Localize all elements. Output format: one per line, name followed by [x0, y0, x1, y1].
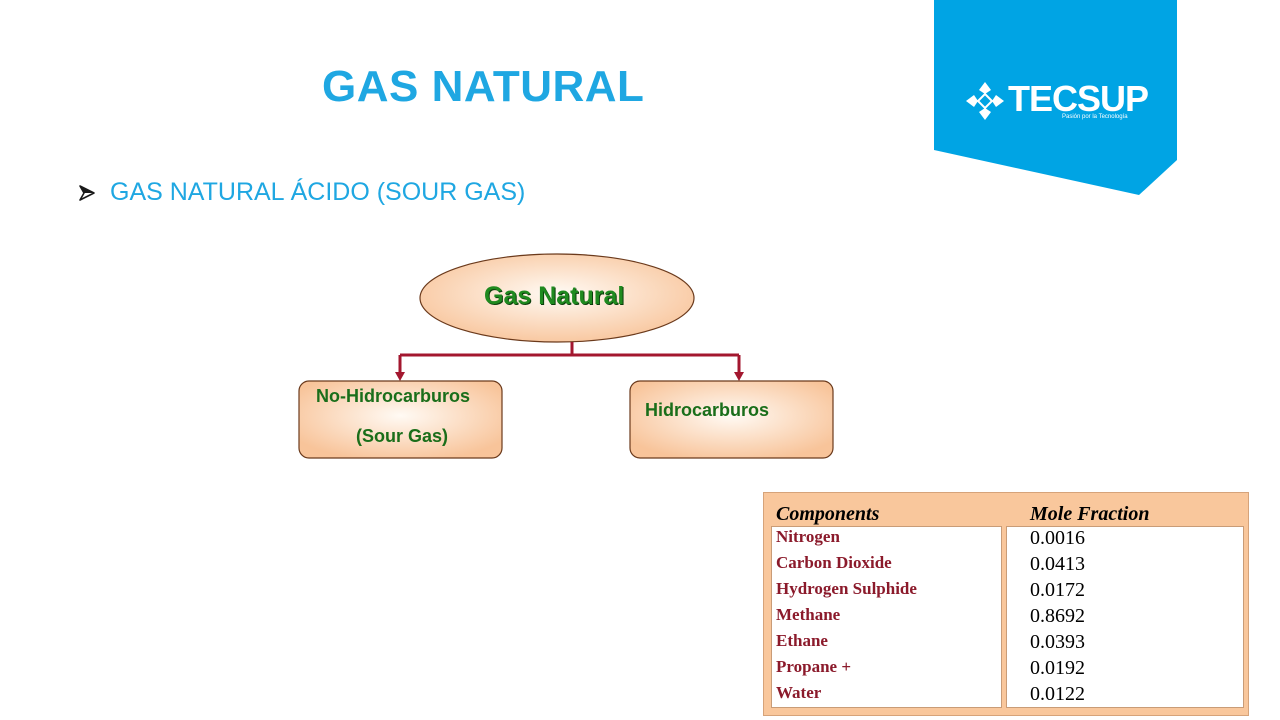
table-frame-right — [1244, 526, 1248, 715]
table-value-column — [1006, 526, 1244, 708]
arrowhead-right — [734, 372, 744, 381]
table-frame-bottom — [764, 708, 1248, 715]
mole-fraction: 0.0393 — [1030, 631, 1085, 653]
component-name: Ethane — [776, 631, 828, 650]
bullet-item: GAS NATURAL ÁCIDO (SOUR GAS) — [78, 178, 525, 207]
table-column-divider — [1002, 526, 1006, 712]
root-node — [419, 253, 695, 343]
component-name: Methane — [776, 605, 841, 624]
arrowhead-left — [395, 372, 405, 381]
right-node — [629, 380, 834, 459]
mole-fraction: 0.0016 — [1030, 527, 1085, 549]
mole-fraction: 0.0172 — [1030, 579, 1085, 601]
logo-tagline: Pasión por la Tecnología — [1062, 114, 1128, 120]
right-node-label: Hidrocarburos — [645, 400, 770, 420]
left-node-sublabel: (Sour Gas) — [356, 426, 449, 446]
mole-fraction: 0.0122 — [1030, 683, 1085, 705]
logo-panel — [934, 0, 1177, 195]
arrow-bullet-icon — [79, 184, 95, 201]
logo-wordmark: TECSUP — [1008, 78, 1149, 119]
mole-fraction: 0.0413 — [1030, 553, 1085, 575]
header-mole-fraction: Mole Fraction — [1030, 503, 1150, 525]
table-frame-left — [764, 526, 771, 715]
mole-fraction: 0.8692 — [1030, 605, 1085, 627]
component-name: Propane + — [776, 657, 852, 676]
mole-fraction: 0.0192 — [1030, 657, 1085, 679]
component-name: Nitrogen — [776, 527, 840, 546]
bullet-text: GAS NATURAL ÁCIDO (SOUR GAS) — [110, 178, 526, 206]
left-node-label: No-Hidrocarburos — [316, 386, 471, 406]
header-components: Components — [776, 503, 880, 525]
logo-background — [934, 0, 1177, 195]
component-name: Hydrogen Sulphide — [776, 579, 917, 598]
component-name: Carbon Dioxide — [776, 553, 892, 572]
composition-table: Components Mole Fraction Nitrogen 0.0016… — [763, 492, 1249, 716]
slide-title: GAS NATURAL — [322, 62, 645, 111]
tecsup-logo-icon — [966, 82, 1004, 120]
component-name: Water — [776, 683, 822, 702]
root-node-label: Gas Natural — [484, 282, 625, 310]
table-component-column — [771, 526, 1002, 708]
left-node — [298, 380, 503, 459]
table-header-band — [764, 493, 1248, 526]
